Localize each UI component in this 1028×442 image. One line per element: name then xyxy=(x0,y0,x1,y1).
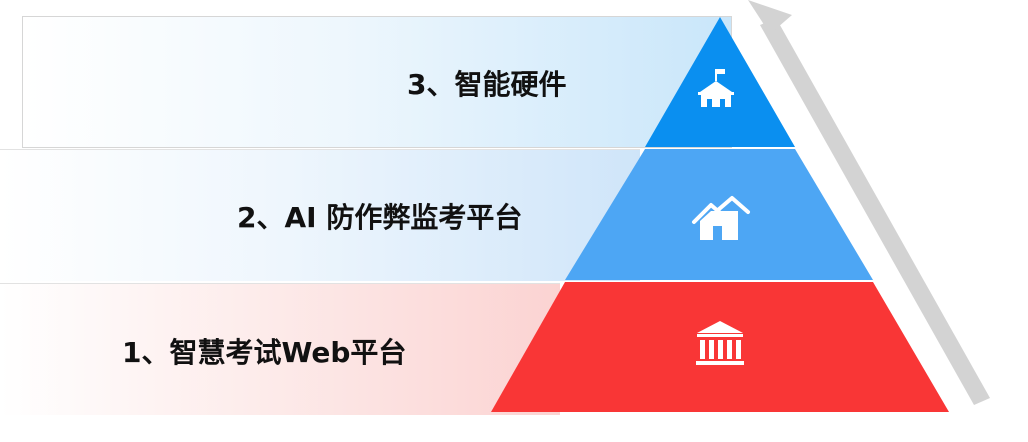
house-icon xyxy=(692,196,750,240)
upward-arrow-shaft xyxy=(760,18,990,405)
level-1-band xyxy=(0,283,560,415)
upward-arrow-head xyxy=(748,0,792,34)
level-2-label: 2、AI 防作弊监考平台 xyxy=(237,201,523,234)
school-icon xyxy=(698,69,734,107)
level-3-label: 3、智能硬件 xyxy=(407,68,567,101)
pyramid-level-3 xyxy=(645,17,795,147)
level-3-band xyxy=(22,16,732,148)
level-1-label: 1、智慧考试Web平台 xyxy=(122,336,407,369)
level-2-band xyxy=(0,149,640,281)
bank-icon xyxy=(696,321,744,365)
